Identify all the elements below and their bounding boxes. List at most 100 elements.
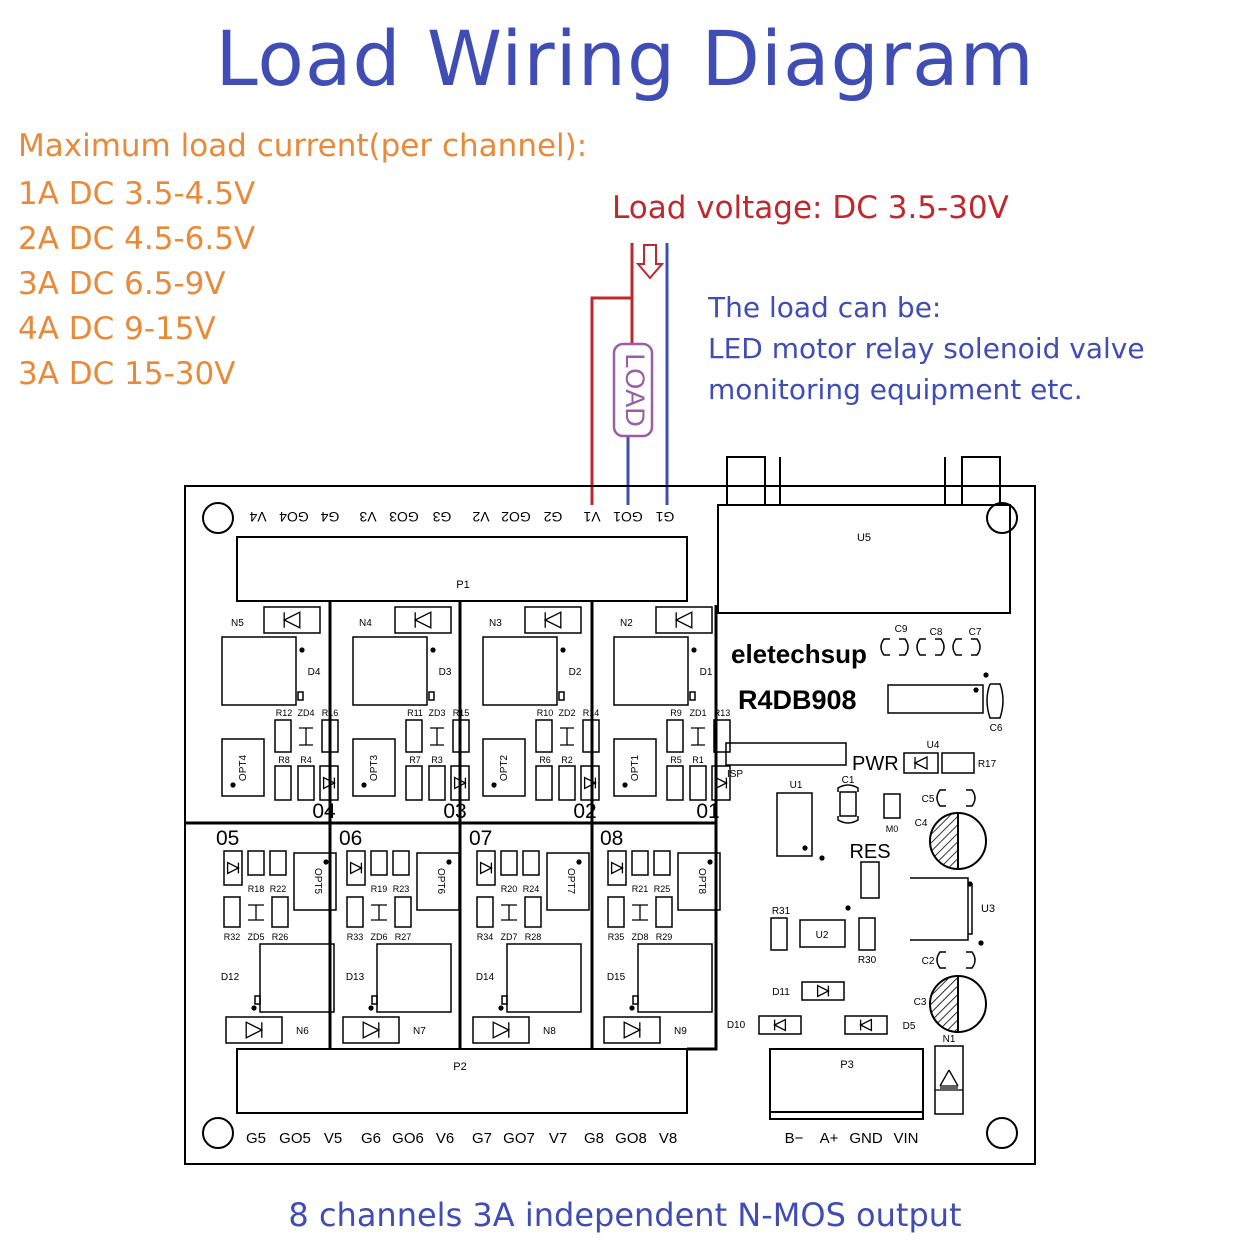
power-pin-label: B− (785, 1130, 804, 1147)
led-diode-symbol (349, 861, 363, 875)
resistor-label: R14 (583, 708, 600, 718)
pin1-dot (430, 647, 436, 653)
resistor-pad (535, 765, 553, 801)
optocoupler-OPT6 (416, 852, 460, 911)
max-load-row: 3A DC 6.5-9V (18, 266, 226, 302)
resistor-pad (535, 719, 553, 753)
channel-number: 01 (696, 800, 719, 823)
resistor-pad (476, 896, 494, 928)
r30-resistor (858, 917, 876, 951)
mosfet-N6-symbol (245, 1021, 264, 1039)
resistor-label: R23 (393, 884, 410, 894)
page-title: Load Wiring Diagram (215, 14, 1035, 103)
u3-label: U3 (981, 903, 995, 915)
pin1-dot (819, 855, 825, 861)
u5-flange-left (726, 456, 766, 506)
resistor-label: R18 (248, 884, 265, 894)
c3-hatch (929, 975, 959, 1033)
mosfet-N5-symbol (282, 611, 301, 629)
resistor-label: R24 (523, 884, 540, 894)
d10-diode (758, 1015, 802, 1035)
u5-label: U5 (857, 532, 871, 544)
resistor-label: R29 (656, 932, 673, 942)
top-pin-label: V3 (359, 509, 376, 525)
resistor-label: R28 (525, 932, 542, 942)
r30-label: R30 (858, 955, 877, 966)
diode-ref-label: D2 (569, 667, 582, 678)
mosfet-N4-symbol (413, 611, 432, 629)
brand-label: eletechsup (731, 639, 867, 669)
load-types-line: LED motor relay solenoid valve (708, 332, 1145, 365)
led-diode-symbol (610, 861, 624, 875)
resistor-pad (297, 765, 315, 801)
top-pin-label: G4 (320, 509, 339, 525)
resistor-label: R21 (632, 884, 649, 894)
u5-shell (779, 457, 946, 505)
top-pin-label: V2 (472, 509, 489, 525)
top-pin-label: G1 (655, 509, 674, 525)
led-diode-symbol (226, 861, 240, 875)
diode-ref-label: D1 (700, 667, 713, 678)
resistor-label: R8 (278, 755, 290, 765)
v1-wire (590, 243, 634, 505)
resistor-label: R11 (407, 708, 423, 718)
capacitor-symbol (916, 638, 945, 656)
top-pin-label: V1 (583, 509, 600, 525)
bottom-pin-label: V8 (659, 1130, 677, 1147)
diode-ref-label: D14 (476, 972, 495, 983)
pin1-dot (707, 859, 713, 865)
mosfet-ref-label: N8 (543, 1026, 556, 1037)
resistor-pad (274, 765, 292, 801)
resistor-pad (405, 765, 423, 801)
c1-body (839, 791, 857, 817)
resistor-pad (655, 896, 673, 928)
load-box-label: LOAD (620, 353, 650, 427)
pin1-dot (802, 845, 808, 851)
bottom-pin-label: V5 (324, 1130, 342, 1147)
pin1-dot (691, 647, 697, 653)
c6-label: C6 (990, 723, 1003, 734)
max-load-heading: Maximum load current(per channel): (18, 128, 588, 164)
d10-diode-symbol (773, 1018, 787, 1032)
resistor-pad (524, 896, 542, 928)
bottom-pin-label: GO7 (503, 1130, 535, 1147)
zener-label: ZD4 (297, 708, 314, 718)
zener-label: ZD3 (428, 708, 445, 718)
power-led (903, 752, 939, 774)
channel-number: 07 (469, 827, 492, 850)
pin1-dot (368, 1005, 374, 1011)
led-diode-symbol (714, 776, 728, 790)
relay-D15 (637, 943, 713, 1013)
c2-capacitor (936, 951, 976, 969)
zener-symbol (371, 904, 387, 921)
relay-D14 (506, 943, 582, 1013)
max-load-row: 2A DC 4.5-6.5V (18, 221, 256, 257)
top-pin-label: G2 (543, 509, 562, 525)
u3-regulator (910, 877, 973, 941)
resistor-label: R3 (431, 755, 443, 765)
resistor-label: R12 (276, 708, 293, 718)
capacitor-symbol (880, 638, 909, 656)
bottom-pin-label: V7 (549, 1130, 567, 1147)
pin1-dot (622, 782, 628, 788)
resistor-label: R35 (608, 932, 625, 942)
resistor-label: R13 (714, 708, 731, 718)
power-pin-label: A+ (820, 1130, 839, 1147)
d11-diode-symbol (816, 984, 830, 998)
mount-hole (202, 502, 234, 534)
optocoupler-OPT8 (677, 852, 721, 911)
opt-label: OPT5 (312, 868, 323, 895)
top-pin-label: G3 (432, 509, 451, 525)
p3-label: P3 (840, 1059, 853, 1071)
pad (297, 691, 304, 701)
resistor-pad (653, 850, 671, 876)
pin1-dot (299, 647, 305, 653)
resistor-label: R9 (670, 708, 682, 718)
bottom-pin-label: G5 (246, 1130, 266, 1147)
power-led-symbol (913, 755, 928, 771)
resistor-label: R4 (300, 755, 312, 765)
reset-button (860, 861, 880, 899)
mosfet-N4 (394, 606, 452, 634)
